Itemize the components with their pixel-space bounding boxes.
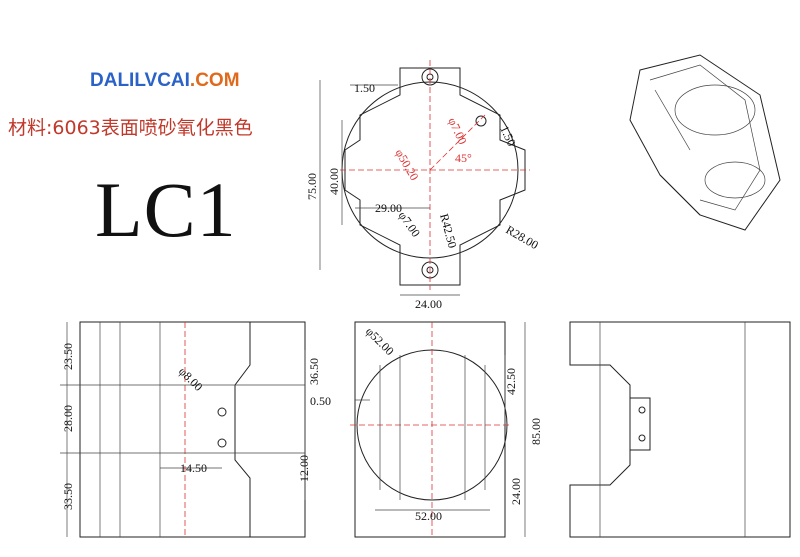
- dim-23-5: 23.50: [61, 343, 75, 370]
- dim-24-top: 24.00: [415, 297, 442, 311]
- top-outline: [344, 67, 526, 286]
- isometric-view: [629, 54, 781, 231]
- dim-45-angle: 45°: [455, 151, 472, 165]
- dim-r28: R28.00: [504, 222, 541, 252]
- dim-phi7-upper: φ7.00: [445, 115, 469, 146]
- dim-29: 29.00: [375, 201, 402, 215]
- dim-0-5: 0.50: [310, 394, 331, 408]
- top-hole-angled: [475, 115, 487, 127]
- brand-logo-text[interactable]: DALILVCAI.COM: [90, 70, 240, 92]
- dim-85: 85.00: [529, 418, 543, 445]
- material-note: 材料:6063表面喷砂氧化黑色: [8, 117, 253, 139]
- dim-24-mid: 24.00: [509, 478, 523, 505]
- dim-12: 12.00: [297, 455, 311, 482]
- dim-phi8: φ8.00: [176, 364, 206, 394]
- middle-view: φ52.00 0.50 42.50 85.00 24.00 52.00: [310, 321, 543, 538]
- dim-phi7-lower: φ7.00: [396, 209, 423, 240]
- dim-75: 75.00: [305, 173, 319, 200]
- right-mount-tab: [629, 397, 651, 451]
- right-view: [569, 321, 791, 538]
- left-view: 23.50 28.00 33.50 φ8.00 36.50 12.00 14.5…: [60, 321, 321, 538]
- left-hole-lower: [217, 438, 227, 448]
- top-view: 1.50 φ7.00 1.50 φ50.20 45° 75.00 40.00 2…: [305, 60, 541, 311]
- dim-52: 52.00: [415, 509, 442, 523]
- dim-1-50-upper: 1.50: [354, 81, 375, 95]
- dim-42-5: 42.50: [504, 368, 518, 395]
- dim-phi52: φ52.00: [363, 324, 397, 358]
- brand-domain: .COM: [189, 70, 240, 91]
- dim-14-5: 14.50: [180, 461, 207, 475]
- brand-name: DALILVCAI: [90, 70, 190, 91]
- left-hole-upper: [217, 407, 227, 417]
- dim-phi50: φ50.20: [392, 147, 421, 183]
- dim-36-5: 36.50: [307, 358, 321, 385]
- model-number: LC1: [95, 166, 237, 253]
- dim-r42: R42.50: [437, 212, 460, 249]
- dim-33-5: 33.50: [61, 483, 75, 510]
- dim-40: 40.00: [327, 168, 341, 195]
- dim-1-50-right: 1.50: [497, 123, 519, 148]
- dim-28: 28.00: [61, 405, 75, 432]
